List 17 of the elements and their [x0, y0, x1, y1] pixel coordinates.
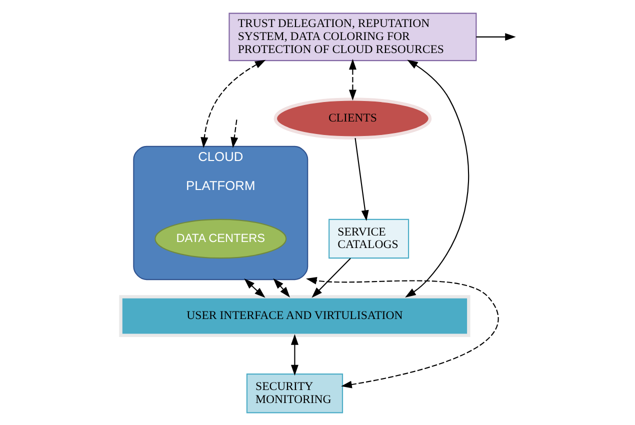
arrow	[272, 278, 290, 297]
arrow	[200, 59, 266, 148]
arrow	[476, 32, 516, 40]
arrow	[306, 276, 498, 388]
node-box: SECURITY MONITORING	[246, 373, 343, 413]
node-ellipse: DATA CENTERS	[154, 218, 286, 258]
node-box: USER INTERFACE AND VIRTULISATION	[118, 294, 470, 336]
arrow	[290, 334, 298, 376]
arrow	[404, 59, 468, 297]
arrow	[311, 258, 350, 298]
arrow	[354, 137, 368, 220]
arrow	[244, 278, 265, 298]
node-ellipse: CLIENTS	[273, 97, 432, 139]
arrow	[348, 58, 356, 100]
node-box: SERVICE CATALOGS	[328, 218, 409, 258]
node-box: TRUST DELEGATION, REPUTATION SYSTEM, DATA COLORING FOR PROTECTION OF CLOUD RESOURCES	[228, 12, 476, 61]
arrow	[230, 119, 238, 148]
